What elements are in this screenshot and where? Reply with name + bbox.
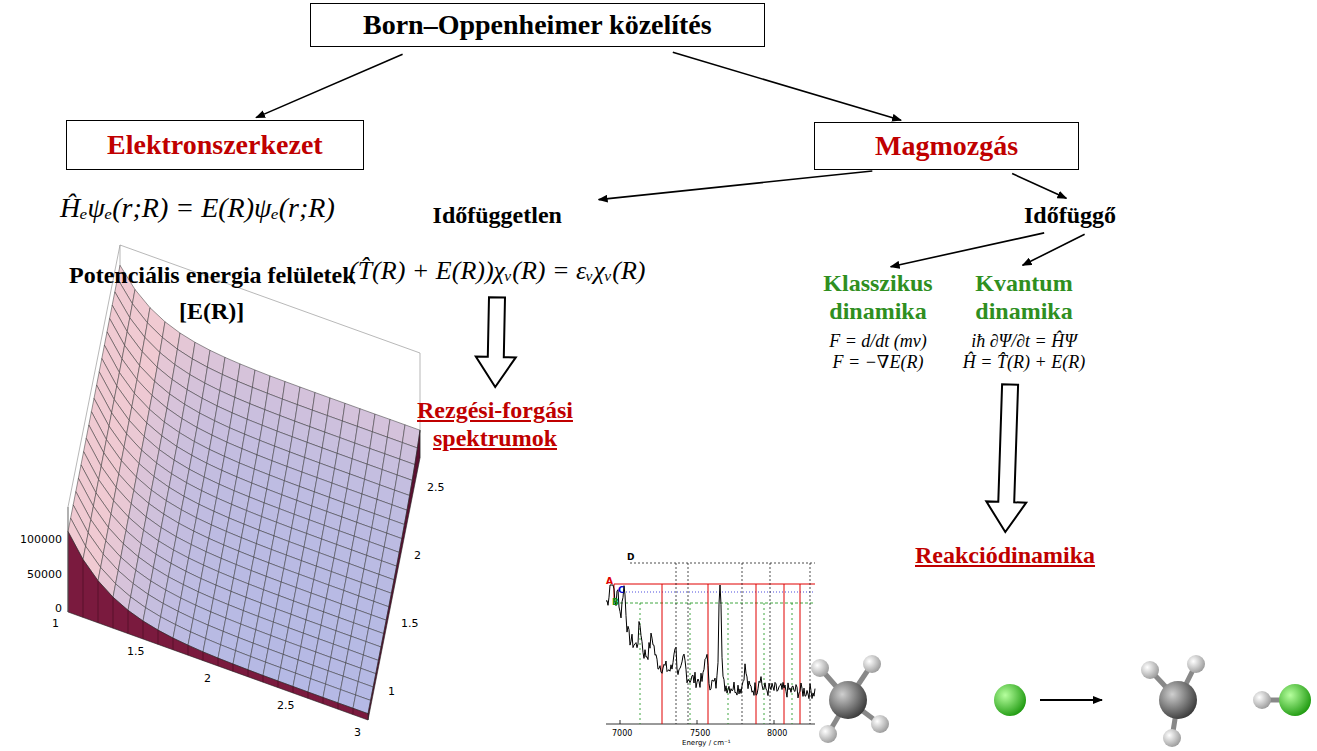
node-title: Időfüggő [1024,202,1116,230]
node-title: Kvantum dinamika [960,270,1088,325]
node-title: Elektronszerkezet [107,129,323,161]
equation: Ĥ = T̂(R) + E(R) [960,352,1088,373]
connector-arrow [673,52,901,120]
axis-tick: 100000 [20,534,62,546]
axis-tick: 2.5 [277,700,295,712]
topic-box: Magmozgás [814,122,1079,170]
axis-tick: 3 [354,727,361,739]
block-arrow [986,384,1026,532]
node-title: Klasszikus dinamika [814,270,942,325]
axis-tick: 2.5 [427,482,445,494]
connector-arrow [599,171,873,200]
connector-arrow [891,233,1044,267]
caption-text: [E(R)] [179,298,244,324]
method-heading: Kvantum dinamika iħ ∂Ψ/∂t = ĤΨĤ = T̂(R) +… [956,268,1092,375]
branch-heading: Időfüggő [1020,200,1120,232]
axis-tick: 2 [414,550,421,562]
series-letter: B [612,598,619,608]
branch-heading: Időfüggetlen (T̂(R) + E(R))χᵥ(R) = εᵥχᵥ(R… [345,200,650,287]
equation: (T̂(R) + E(R))χᵥ(R) = εᵥχᵥ(R) [349,256,646,286]
series-letter: A [606,577,613,587]
root-box: Born–Oppenheimer közelítés [310,3,765,47]
axis-tick: 1.5 [127,646,145,658]
potential-surface-plot [68,245,420,720]
spectrum-plot [606,563,815,724]
block-arrow [476,297,516,387]
topic-box: Elektronszerkezet [66,120,364,170]
reaction-molecules [811,655,1311,747]
axis-tick: 0 [55,603,62,615]
equation: Ĥₑψₑ(r;R) = E(R)ψₑ(r;R) [60,193,335,224]
axis-tick: 7500 [690,730,710,739]
node-title: Magmozgás [875,130,1018,162]
axis-tick: 7000 [612,730,632,739]
result-heading: Reakciódinamika [911,540,1099,572]
result-heading: Rezgési-forgási spektrumok [381,395,609,454]
method-heading: Klasszikus dinamika F = d/dt (mv)F = −∇E(… [810,268,946,375]
connector-arrow [1012,174,1066,199]
axis-tick: 1.5 [401,618,419,630]
caption-text: Potenciális energia felületek [69,262,356,288]
connector-arrow [256,54,403,117]
node-title: Időfüggetlen [349,202,646,230]
axis-tick: 1 [52,618,59,630]
axis-tick: 8000 [767,730,787,739]
axis-tick: 2 [204,673,211,685]
node-title: Rezgési-forgási spektrumok [385,397,605,452]
connector-arrow [1023,234,1085,265]
axis-title: Energy / cm⁻¹ [682,740,730,748]
series-letter: D [627,553,634,563]
node-title: Born–Oppenheimer közelítés [363,9,712,41]
axis-tick: 1 [388,686,395,698]
series-letter: C [618,586,625,596]
axis-tick: 50000 [27,569,62,581]
equation: F = −∇E(R) [814,352,942,373]
node-title: Reakciódinamika [915,542,1095,570]
equation: F = d/dt (mv) [814,331,942,352]
equation: iħ ∂Ψ/∂t = ĤΨ [960,331,1088,352]
